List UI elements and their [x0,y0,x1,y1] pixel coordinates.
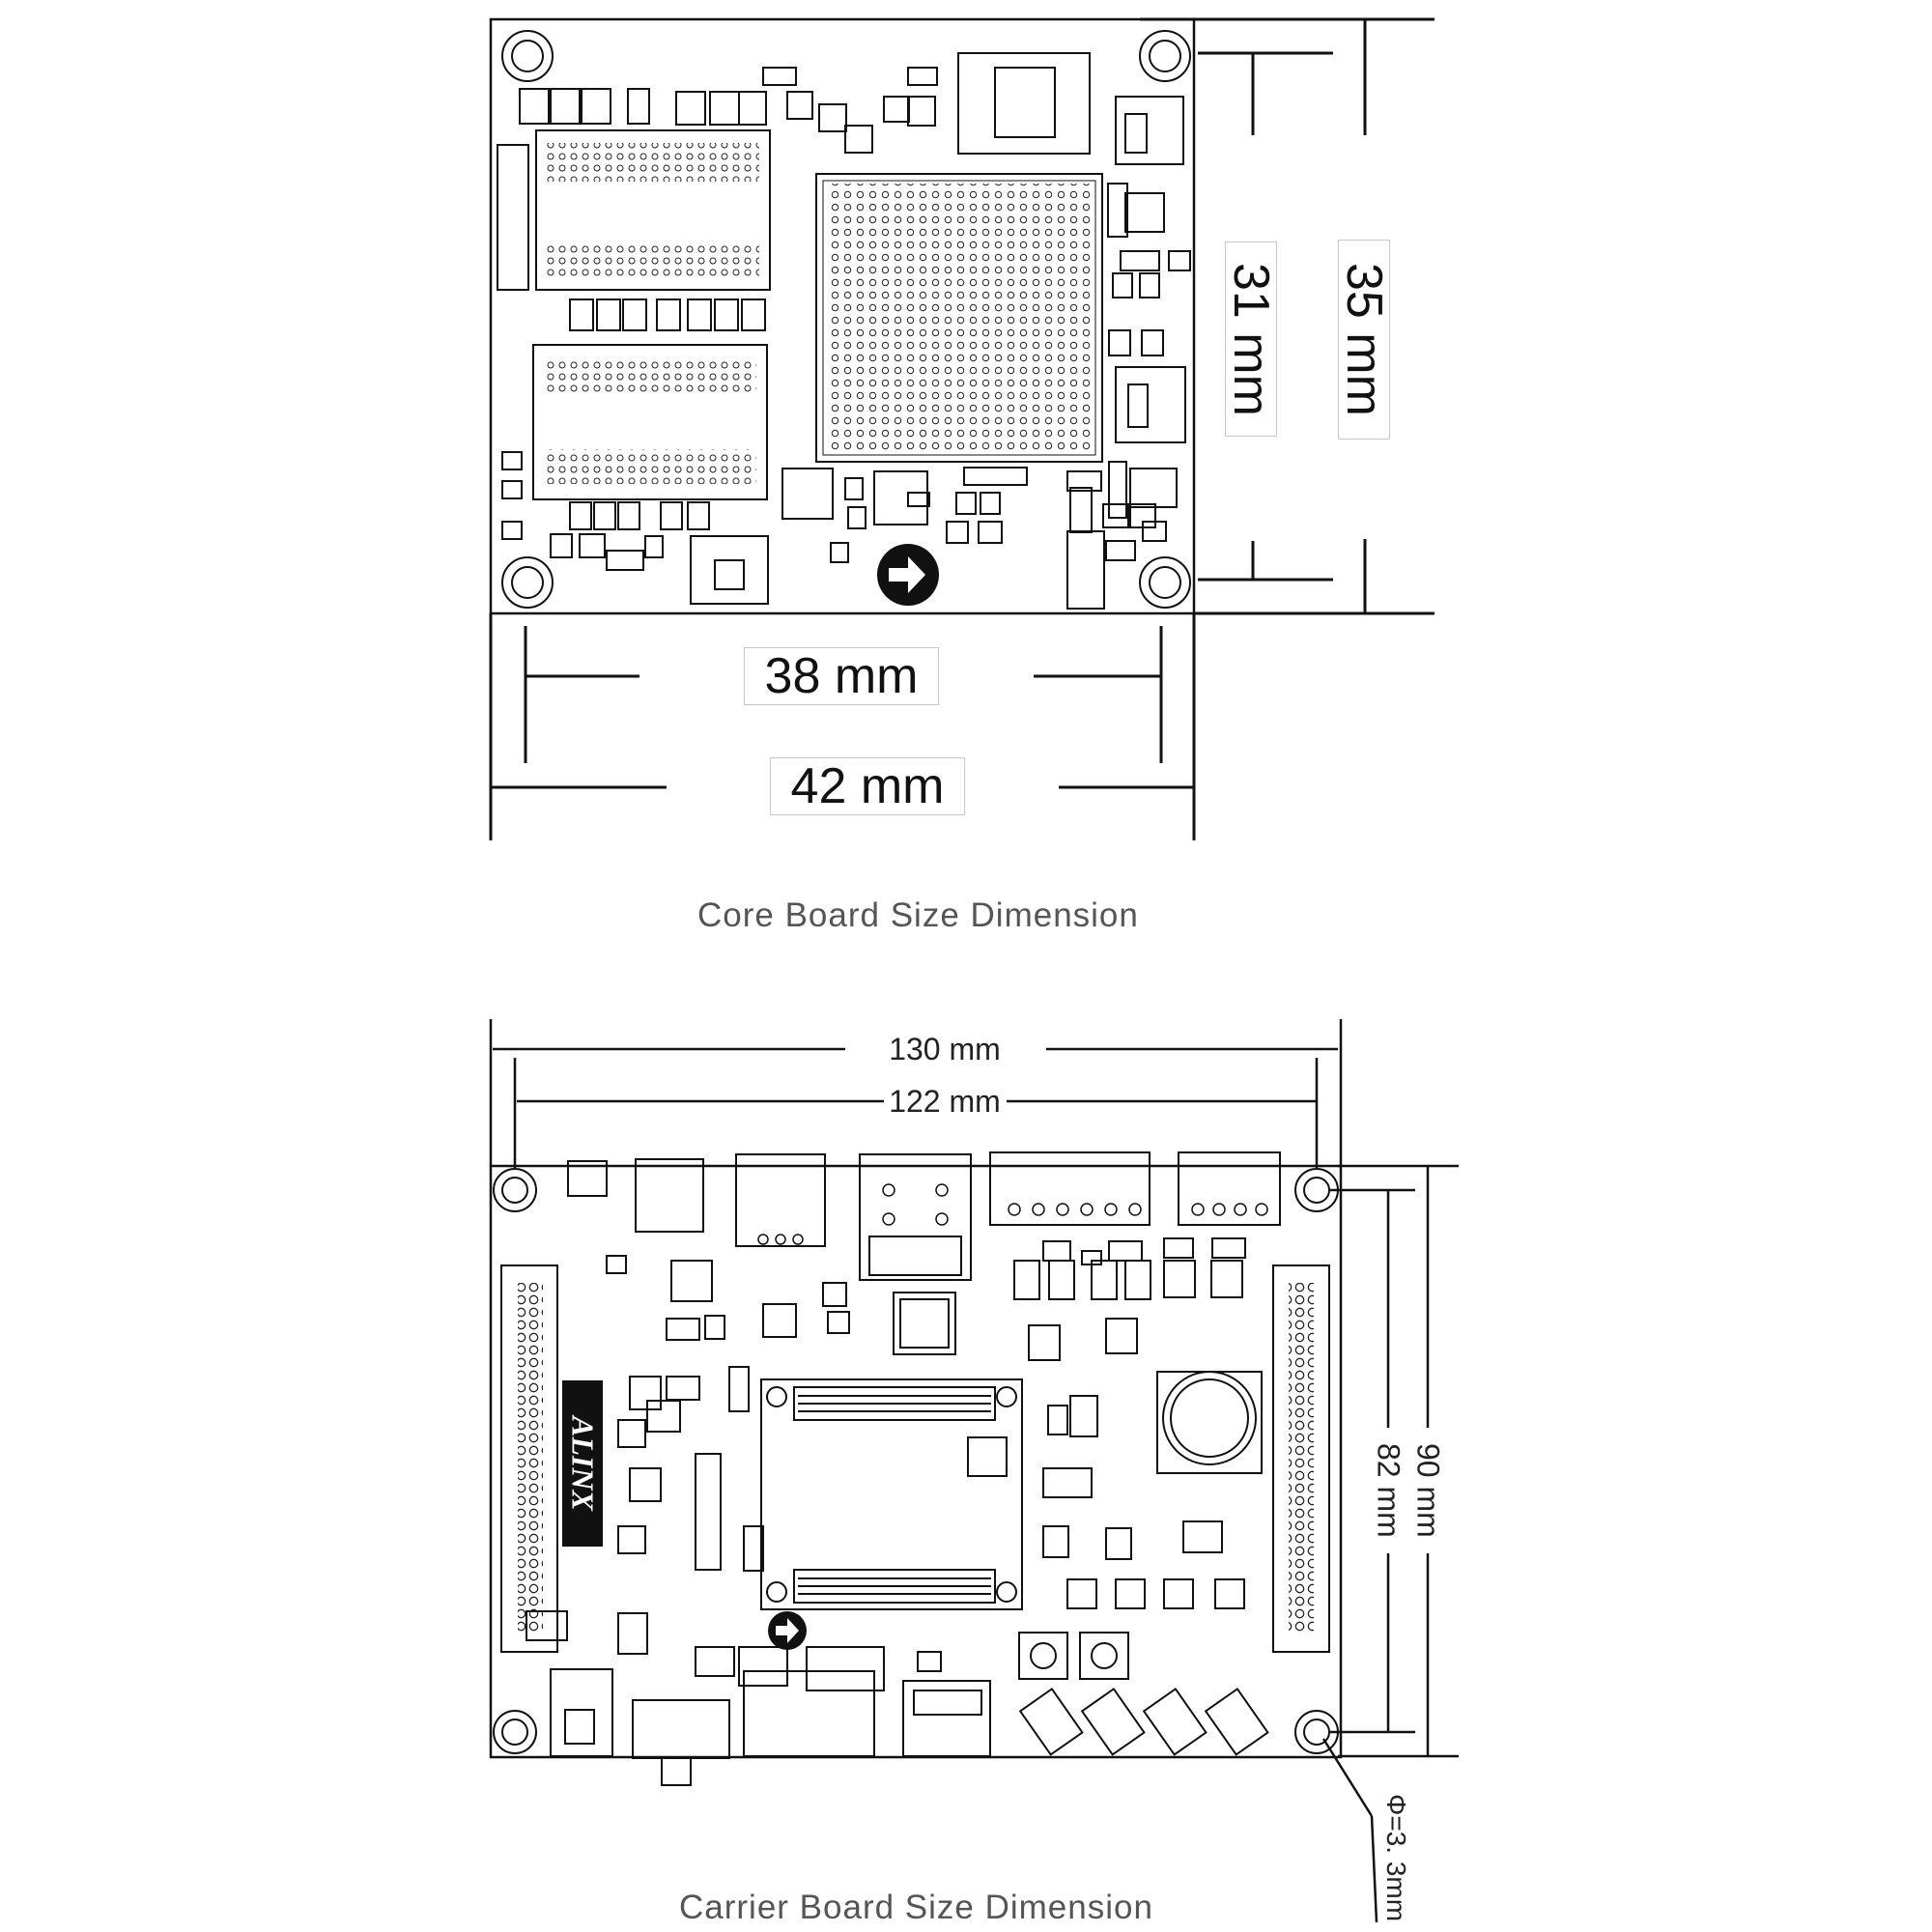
alinx-logo: ALINX [565,1416,601,1511]
ic-chip-icon [957,52,1091,155]
connector-icon [1272,1264,1330,1653]
orientation-arrow-icon [877,544,939,606]
battery-holder [1162,1371,1257,1465]
core-inner-height-label: 31 mm [1223,242,1279,437]
ic-chip-icon [899,1298,950,1349]
connector-icon [1178,1151,1281,1226]
core-socket [760,1378,1023,1610]
ic-chip-icon [535,129,771,291]
core-outer-width-label: 42 mm [770,757,965,815]
connector-icon [989,1151,1151,1226]
core-inner-width-label: 38 mm [744,647,939,705]
alinx-logo-frame [562,1380,603,1547]
connector-icon [500,1264,558,1653]
ic-chip-icon [532,344,768,500]
core-board-caption: Core Board Size Dimension [697,896,1139,934]
carrier-board-caption: Carrier Board Size Dimension [679,1889,1153,1926]
ic-chip-icon [815,173,1103,463]
hole-diameter-label: Φ=3. 3mm [1381,1793,1411,1922]
connector-icon [497,144,529,291]
core-outer-height-label: 35 mm [1336,240,1392,440]
power-jack [550,1668,613,1757]
core-board-outline [489,17,1196,615]
ic-chip-icon [670,1260,713,1302]
carrier-outer-height-label: 90 mm [1408,1430,1447,1550]
ic-chip-icon [762,1303,797,1338]
carrier-inner-width-label: 122 mm [889,1083,1001,1119]
mounting-hole-icon [501,30,1191,609]
orientation-arrow-icon [768,1611,807,1650]
carrier-outer-width-label: 130 mm [863,1030,1027,1068]
connector-icon [859,1153,972,1281]
carrier-inner-height-label: 82 mm [1369,1435,1407,1546]
